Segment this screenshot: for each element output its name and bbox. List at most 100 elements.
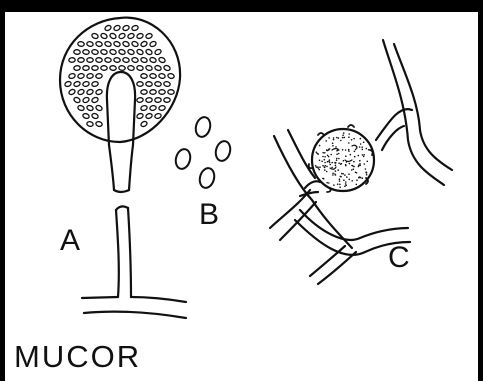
- spore: [86, 89, 94, 96]
- stipple-dot: [362, 177, 364, 179]
- stipple-dot: [345, 164, 347, 166]
- stipple-dot: [358, 164, 360, 166]
- spore: [131, 57, 138, 63]
- stolon: [82, 297, 186, 318]
- spore: [69, 57, 76, 62]
- stipple-dot: [336, 159, 338, 161]
- stipple-dot: [359, 160, 361, 162]
- spore: [100, 49, 107, 55]
- spore: [91, 81, 98, 87]
- stipple-dot: [331, 167, 333, 169]
- spore: [163, 81, 170, 87]
- stipple-dot: [324, 167, 326, 169]
- sporangiophore-upper: [109, 145, 133, 190]
- spore: [77, 41, 84, 47]
- columella: [107, 72, 135, 145]
- stipple-dot: [362, 154, 364, 156]
- spore: [158, 57, 166, 64]
- stipple-dot: [345, 149, 347, 151]
- stipple-dot: [353, 168, 355, 170]
- spore: [214, 140, 233, 163]
- spore: [113, 57, 120, 63]
- spore: [73, 81, 81, 87]
- spore: [82, 96, 90, 103]
- spore: [164, 98, 170, 103]
- spore: [158, 73, 165, 79]
- stipple-dot: [342, 134, 344, 136]
- inner-mark: [352, 145, 357, 147]
- spore: [82, 81, 89, 87]
- stipple-dot: [326, 182, 328, 184]
- stipple-dot: [319, 145, 321, 147]
- spore: [95, 89, 103, 96]
- stipple-dot: [333, 137, 335, 139]
- stipple-dot: [339, 186, 341, 188]
- stipple-dot: [319, 160, 321, 162]
- spore: [136, 113, 144, 120]
- stipple-dot: [348, 150, 350, 152]
- stipple-dot: [339, 180, 341, 182]
- stipple-dot: [359, 163, 361, 165]
- zygospore-texture: [315, 132, 370, 188]
- stipple-dot: [319, 166, 321, 168]
- spore: [91, 33, 99, 40]
- stipple-dot: [340, 140, 342, 142]
- stipple-dot: [327, 155, 329, 157]
- spore: [86, 41, 93, 47]
- stipple-dot: [316, 151, 318, 153]
- spore: [141, 89, 148, 94]
- spore: [82, 113, 90, 120]
- zygospore-c: [270, 40, 452, 284]
- spore: [127, 49, 135, 56]
- spore: [174, 148, 193, 171]
- stipple-dot: [324, 159, 326, 161]
- stipple-dot: [350, 154, 352, 156]
- spore: [119, 65, 126, 70]
- spore: [140, 40, 148, 47]
- stipple-dot: [329, 148, 331, 150]
- stipple-dot: [348, 133, 350, 135]
- stipple-dot: [349, 163, 351, 165]
- stipple-dot: [326, 166, 328, 168]
- spore: [149, 40, 157, 47]
- spore: [86, 73, 93, 79]
- inner-mark: [332, 149, 339, 151]
- stipple-dot: [337, 183, 339, 185]
- stipple-dot: [326, 149, 328, 151]
- spore: [86, 121, 93, 127]
- spore: [113, 24, 121, 31]
- spore: [163, 65, 171, 72]
- spore: [194, 116, 213, 139]
- stipple-dot: [333, 139, 335, 141]
- wart: [348, 125, 354, 127]
- spore: [95, 73, 102, 79]
- stipple-dot: [366, 174, 368, 176]
- spore: [140, 105, 148, 111]
- inner-mark: [330, 167, 336, 169]
- stipple-dot: [328, 137, 330, 139]
- spores-b: [174, 116, 233, 190]
- stipple-dot: [359, 146, 361, 148]
- stipple-dot: [358, 155, 360, 157]
- stipple-dot: [328, 161, 330, 163]
- stipple-dot: [324, 152, 326, 154]
- stipple-dot: [331, 162, 333, 164]
- spore: [149, 73, 156, 79]
- stipple-dot: [364, 163, 366, 165]
- stipple-dot: [346, 176, 348, 178]
- stipple-dot: [328, 156, 330, 158]
- stipple-dot: [330, 164, 332, 166]
- stipple-dot: [325, 140, 327, 142]
- stipple-dot: [343, 132, 345, 134]
- spore: [122, 57, 129, 63]
- spore: [159, 90, 165, 95]
- stipple-dot: [325, 165, 327, 167]
- spore: [154, 48, 162, 55]
- stipple-dot: [339, 178, 341, 180]
- stipple-dot: [328, 182, 330, 184]
- spore: [149, 57, 157, 64]
- spore: [154, 65, 162, 72]
- spore: [91, 97, 99, 104]
- stipple-dot: [336, 153, 338, 155]
- spore: [145, 48, 153, 55]
